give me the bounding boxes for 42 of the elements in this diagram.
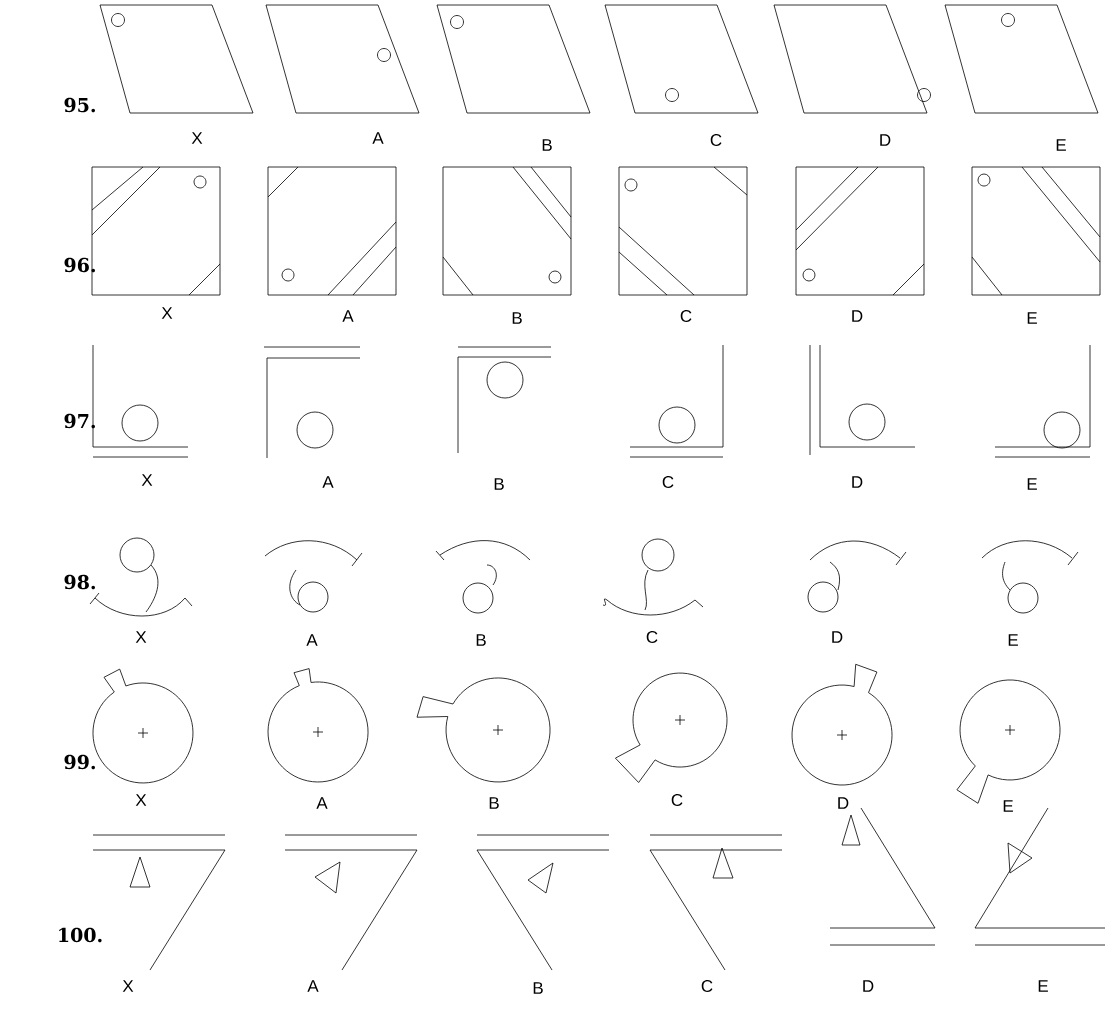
- option-letter: C: [680, 310, 692, 323]
- option-letter: X: [135, 794, 147, 806]
- option-letter: E: [1027, 478, 1037, 490]
- option-letter: B: [512, 312, 522, 324]
- option-letter: X: [141, 474, 153, 486]
- question-number: 96.: [64, 257, 95, 273]
- option-letter: C: [671, 794, 683, 807]
- option-letter: X: [122, 980, 134, 992]
- option-letter: E: [1027, 312, 1037, 324]
- option-letter: D: [880, 134, 891, 146]
- option-letter: C: [646, 631, 658, 644]
- option-letter: D: [863, 980, 874, 992]
- option-letter: D: [838, 797, 849, 809]
- question-number: 100.: [59, 927, 102, 943]
- option-letter: D: [852, 476, 863, 488]
- option-letter: A: [307, 980, 319, 992]
- option-letter: A: [322, 476, 334, 488]
- option-letter: C: [701, 980, 713, 993]
- option-letter: X: [191, 132, 203, 144]
- option-letter: B: [542, 139, 552, 151]
- option-letter: A: [306, 634, 318, 646]
- option-letter: B: [476, 634, 486, 646]
- option-letter: E: [1056, 139, 1066, 151]
- option-letter: C: [662, 476, 674, 489]
- option-letter: A: [342, 310, 354, 322]
- question-number: 97.: [64, 413, 95, 429]
- option-letter: A: [316, 797, 328, 809]
- option-letter: E: [1003, 800, 1013, 812]
- option-letter: D: [832, 631, 843, 643]
- option-letter: E: [1008, 634, 1018, 646]
- option-letter: E: [1038, 980, 1048, 992]
- option-letter: X: [161, 307, 173, 319]
- question-number: 95.: [64, 97, 95, 113]
- option-letter: A: [372, 132, 384, 144]
- question-number: 99.: [64, 754, 95, 770]
- option-letter: B: [533, 982, 543, 994]
- option-letter: D: [852, 310, 863, 322]
- option-letter: B: [494, 478, 504, 490]
- question-number: 98.: [64, 574, 95, 590]
- option-letter: C: [710, 134, 722, 147]
- option-letter: B: [489, 797, 499, 809]
- option-letter: X: [135, 631, 147, 643]
